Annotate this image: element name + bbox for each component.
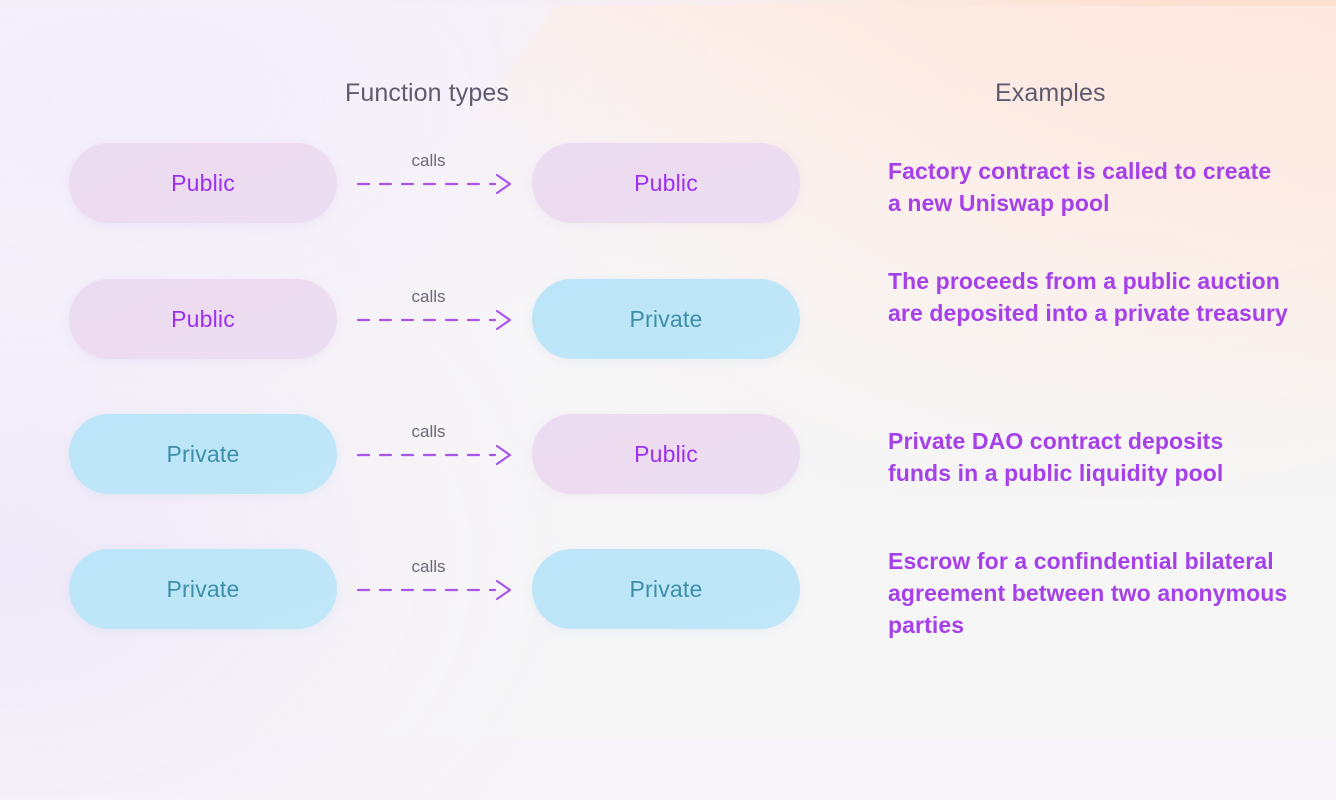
calls-arrow-icon [356,579,512,601]
target-pill[interactable]: Private [532,549,800,629]
diagram-stage: Function types Examples Public calls Pub… [0,79,1336,638]
calls-arrow-group: calls [355,279,520,359]
arrow-label: calls [411,287,446,306]
example-text: Factory contract is called to create a n… [888,158,1272,216]
column-header-examples: Examples [995,79,1106,107]
source-pill[interactable]: Private [69,414,337,494]
calls-arrow-group: calls [355,549,520,629]
arrow-label: calls [411,557,446,576]
calls-arrow-icon [356,173,512,195]
diagram-row: Private calls Private [0,549,1336,629]
source-pill[interactable]: Public [69,143,337,223]
source-pill[interactable]: Public [69,279,337,359]
diagram-row: Public calls Public [0,143,1336,223]
calls-arrow-icon [356,309,512,331]
target-pill[interactable]: Private [532,279,800,359]
arrow-label: calls [411,422,446,441]
source-pill[interactable]: Private [69,549,337,629]
target-pill[interactable]: Public [532,143,800,223]
calls-arrow-group: calls [355,143,520,223]
arrow-label: calls [411,151,446,170]
calls-arrow-icon [356,444,512,466]
column-header-function-types: Function types [345,79,509,107]
target-pill[interactable]: Public [532,414,800,494]
example-text: Private DAO contract deposits funds in a… [888,428,1224,486]
diagram-row: Private calls Public [0,414,1336,494]
example-text: Escrow for a confindential bilateral agr… [888,548,1288,638]
example-text: The proceeds from a public auction are d… [888,268,1288,326]
background-top-strip [0,0,1336,6]
diagram-row: Public calls Private [0,279,1336,359]
calls-arrow-group: calls [355,414,520,494]
